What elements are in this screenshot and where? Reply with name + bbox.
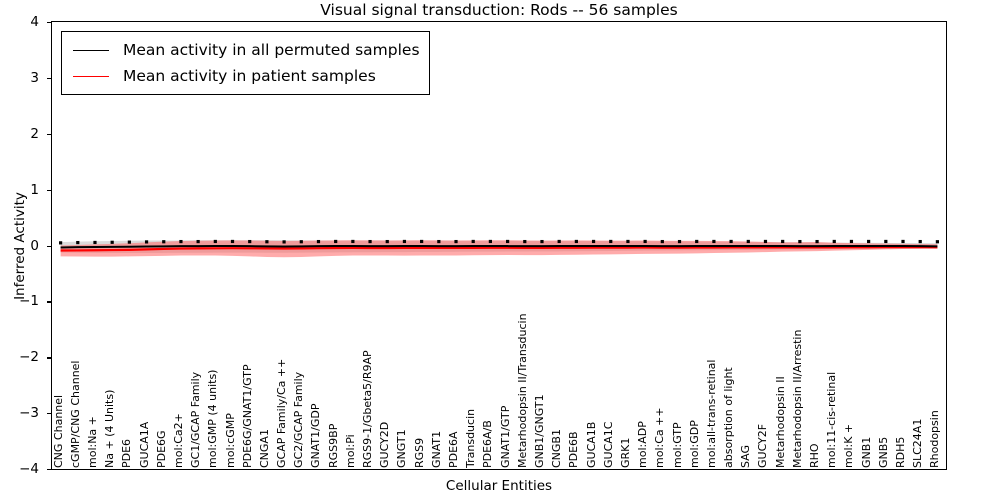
permuted-marker bbox=[591, 239, 596, 244]
permuted-marker bbox=[282, 240, 286, 244]
legend-item: Mean activity in patient samples bbox=[69, 63, 420, 89]
permuted-marker bbox=[901, 239, 905, 244]
chart-legend: Mean activity in all permuted samples Me… bbox=[61, 31, 430, 95]
permuted-marker bbox=[196, 239, 200, 244]
y-tick-label: −3 bbox=[19, 405, 39, 422]
permuted-marker bbox=[660, 239, 664, 244]
permuted-marker bbox=[540, 239, 544, 244]
permuted-marker bbox=[832, 239, 836, 244]
y-tick-label: 3 bbox=[30, 69, 39, 86]
permuted-marker bbox=[574, 239, 578, 244]
y-tick-label: 1 bbox=[30, 181, 39, 198]
permuted-mean-line bbox=[60, 245, 938, 249]
permuted-marker bbox=[781, 239, 785, 244]
y-tick-label: −2 bbox=[19, 349, 39, 366]
permuted-marker bbox=[935, 240, 939, 244]
permuted-marker bbox=[506, 239, 510, 244]
y-axis-tick-labels: 4 3 2 1 0 −1 −2 −3 −4 bbox=[0, 14, 52, 477]
permuted-marker bbox=[884, 239, 888, 244]
legend-label-permuted: Mean activity in all permuted samples bbox=[123, 41, 420, 59]
permuted-marker bbox=[763, 239, 768, 244]
permuted-marker bbox=[59, 241, 63, 245]
permuted-marker bbox=[402, 239, 407, 244]
y-tick-mark bbox=[47, 77, 52, 80]
y-tick-label: −4 bbox=[19, 461, 39, 477]
permuted-marker bbox=[385, 239, 389, 244]
permuted-marker bbox=[798, 239, 802, 244]
y-tick-label: 4 bbox=[30, 14, 39, 30]
permuted-marker bbox=[437, 239, 441, 244]
permuted-marker bbox=[334, 239, 338, 244]
y-tick-mark bbox=[47, 189, 52, 191]
permuted-marker bbox=[351, 239, 355, 244]
x-axis-label: Cellular Entities bbox=[445, 478, 553, 494]
permuted-marker bbox=[162, 240, 166, 244]
plot-area bbox=[51, 21, 947, 470]
legend-label-patient: Mean activity in patient samples bbox=[123, 67, 376, 85]
patient-mean-line bbox=[60, 246, 938, 252]
y-tick-mark bbox=[47, 357, 52, 359]
permuted-marker bbox=[626, 239, 630, 244]
permuted-marker bbox=[213, 239, 217, 244]
permuted-marker bbox=[918, 239, 922, 244]
legend-swatch-patient bbox=[73, 75, 109, 77]
permuted-marker bbox=[144, 240, 149, 244]
permuted-marker bbox=[746, 239, 750, 244]
permuted-marker bbox=[849, 239, 854, 244]
permuted-marker bbox=[609, 239, 613, 244]
permuted-marker bbox=[93, 240, 97, 245]
y-tick-label: −1 bbox=[19, 293, 39, 310]
permuted-marker bbox=[110, 240, 114, 244]
chart-title: Visual signal transduction: Rods -- 56 s… bbox=[320, 1, 678, 19]
y-tick-mark bbox=[47, 469, 52, 471]
permuted-marker bbox=[316, 239, 321, 244]
permuted-marker bbox=[179, 239, 183, 244]
permuted-marker bbox=[76, 240, 80, 245]
permuted-marker bbox=[677, 239, 682, 244]
permuted-marker bbox=[867, 239, 871, 244]
y-tick-mark bbox=[47, 22, 52, 24]
permuted-marker bbox=[523, 239, 527, 244]
y-tick-mark bbox=[47, 245, 52, 247]
y-tick-mark bbox=[47, 301, 52, 303]
permuted-marker bbox=[230, 239, 235, 244]
data-layer bbox=[59, 239, 939, 258]
permuted-marker bbox=[712, 239, 716, 244]
permuted-marker bbox=[643, 239, 647, 244]
permuted-marker bbox=[557, 239, 561, 244]
y-tick-label: 2 bbox=[30, 125, 39, 142]
permuted-marker bbox=[729, 239, 733, 244]
y-tick-mark bbox=[47, 133, 52, 136]
legend-swatch-permuted bbox=[73, 49, 109, 51]
y-tick-label: 0 bbox=[30, 237, 39, 254]
permuted-marker bbox=[265, 240, 269, 244]
permuted-marker bbox=[454, 239, 458, 244]
permuted-marker bbox=[488, 239, 492, 244]
permuted-marker bbox=[420, 239, 424, 244]
legend-item: Mean activity in all permuted samples bbox=[69, 37, 420, 63]
permuted-marker bbox=[815, 239, 819, 244]
permuted-marker bbox=[127, 240, 131, 244]
permuted-marker bbox=[299, 240, 303, 244]
permuted-marker bbox=[695, 239, 699, 244]
permuted-marker bbox=[368, 239, 372, 244]
permuted-marker bbox=[248, 239, 252, 244]
permuted-marker bbox=[471, 239, 475, 244]
y-tick-mark bbox=[47, 413, 52, 415]
